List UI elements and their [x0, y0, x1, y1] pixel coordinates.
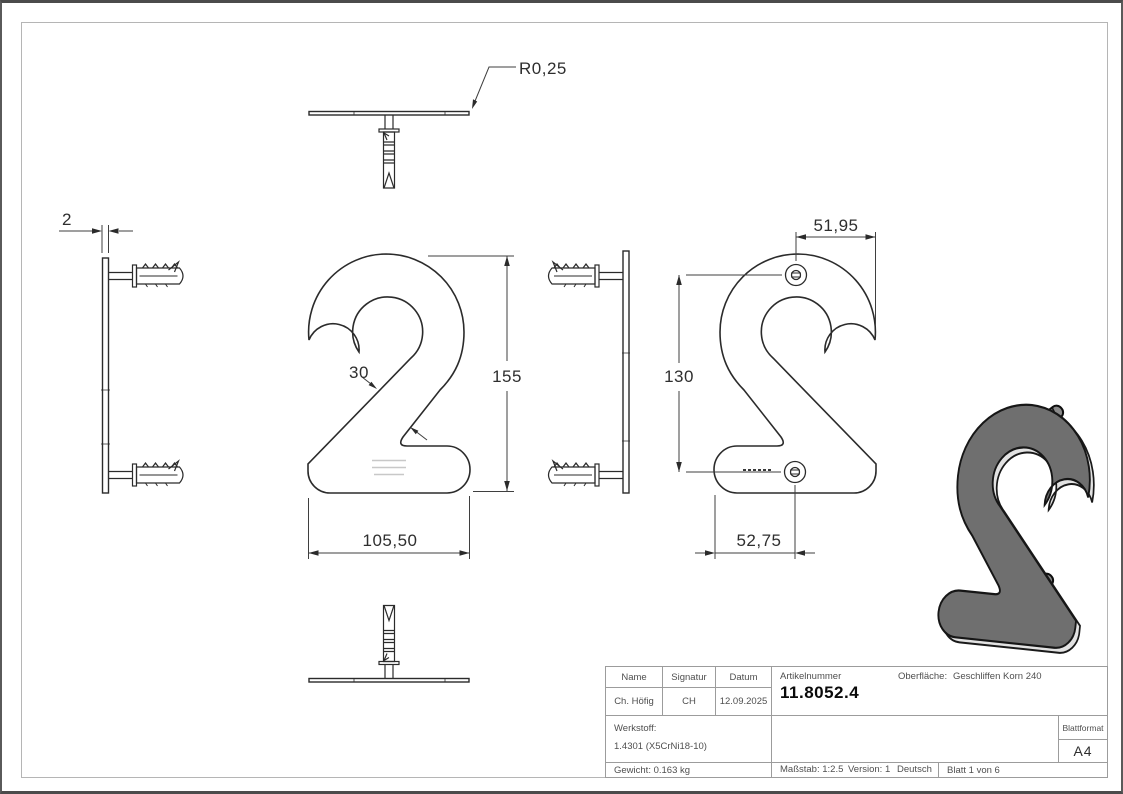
- dim-stroke-width-label: 30: [349, 363, 369, 382]
- dim-width: [308, 496, 470, 559]
- dim-thickness-label: 2: [62, 210, 72, 229]
- top-view: R0,25: [308, 59, 567, 189]
- tb-sheet-format-label: Blattformat: [1058, 715, 1108, 740]
- date-label-text: Datum: [729, 671, 758, 683]
- version-text: Version: 1: [848, 764, 891, 775]
- front-view: 155 105,50 30: [307, 253, 522, 559]
- name-label-text: Name: [621, 671, 647, 683]
- title-block: Name Signatur Datum Ch. Höfig CH 12.09.2…: [605, 666, 1108, 778]
- side-view-right: [547, 250, 630, 494]
- tb-empty-cell: [771, 715, 1059, 763]
- dim-height-label: 155: [492, 367, 522, 386]
- tb-article-cell: Artikelnummer Oberfläche: Geschliffen Ko…: [771, 666, 1108, 716]
- name-value-text: Ch. Höfig: [614, 696, 654, 707]
- dim-width-label: 105,50: [363, 531, 418, 550]
- dim-hole-spacing: [676, 274, 782, 473]
- iso-view: [934, 396, 1103, 656]
- dim-height: [428, 255, 514, 492]
- stud-bottom: [783, 460, 807, 484]
- tb-date-value: 12.09.2025: [715, 687, 772, 716]
- tb-scale-cell: Maßstab: 1:2.5 Version: 1 Deutsch: [771, 762, 939, 778]
- tb-sheet-cell: Blatt 1 von 6: [938, 762, 1108, 778]
- dim-hole-top-label: 51,95: [813, 216, 858, 235]
- tb-weight-cell: Gewicht: 0.163 kg: [605, 762, 772, 778]
- tb-signature-value: CH: [662, 687, 716, 716]
- surface-label-text: Oberfläche:: [898, 671, 948, 682]
- material-value-text: 1.4301 (X5CrNi18-10): [614, 741, 707, 752]
- article-label-text: Artikelnummer: [780, 671, 842, 682]
- iso-numeral-face: [934, 396, 1100, 651]
- drawing-frame-border: [21, 22, 1108, 778]
- sheet-format-value-text: A4: [1073, 743, 1093, 759]
- scale-text: Maßstab: 1:2.5: [780, 764, 844, 775]
- surface-value-text: Geschliffen Korn 240: [953, 671, 1042, 682]
- sheet-text: Blatt 1 von 6: [947, 764, 1000, 776]
- drawing-canvas: R0,25 2: [59, 59, 1103, 683]
- weight-text: Gewicht: 0.163 kg: [614, 764, 691, 776]
- dim-edge-radius: R0,25: [519, 59, 567, 78]
- engraving-hidden-lines: [372, 459, 406, 476]
- signature-value-text: CH: [682, 696, 696, 707]
- numeral-outline-back: [713, 253, 877, 494]
- tb-date-label: Datum: [715, 666, 772, 688]
- tb-name-value: Ch. Höfig: [605, 687, 663, 716]
- radius-leader: [472, 66, 516, 109]
- language-text: Deutsch: [897, 764, 932, 775]
- tb-name-label: Name: [605, 666, 663, 688]
- dim-hole-top: [795, 232, 876, 325]
- dim-hole-bottom: [695, 485, 815, 559]
- numeral-outline-front: [307, 253, 471, 494]
- side-view-left: 2: [59, 210, 184, 494]
- signature-label-text: Signatur: [671, 671, 707, 683]
- back-view: 51,95 130 52,75: [664, 216, 877, 559]
- article-number: 11.8052.4: [780, 683, 860, 702]
- tb-signature-label: Signatur: [662, 666, 716, 688]
- tb-sheet-format-value: A4: [1058, 739, 1108, 763]
- date-value-text: 12.09.2025: [719, 696, 768, 707]
- dim-stroke-width: [361, 376, 428, 441]
- dim-hole-spacing-label: 130: [664, 367, 694, 386]
- dim-thickness: [59, 225, 133, 253]
- bottom-view: [308, 604, 470, 683]
- material-label-text: Werkstoff:: [614, 723, 657, 734]
- tb-material-cell: Werkstoff: 1.4301 (X5CrNi18-10): [605, 715, 772, 763]
- stud-top: [784, 263, 808, 287]
- sheet-format-label-text: Blattformat: [1062, 722, 1104, 733]
- dim-hole-bottom-label: 52,75: [736, 531, 781, 550]
